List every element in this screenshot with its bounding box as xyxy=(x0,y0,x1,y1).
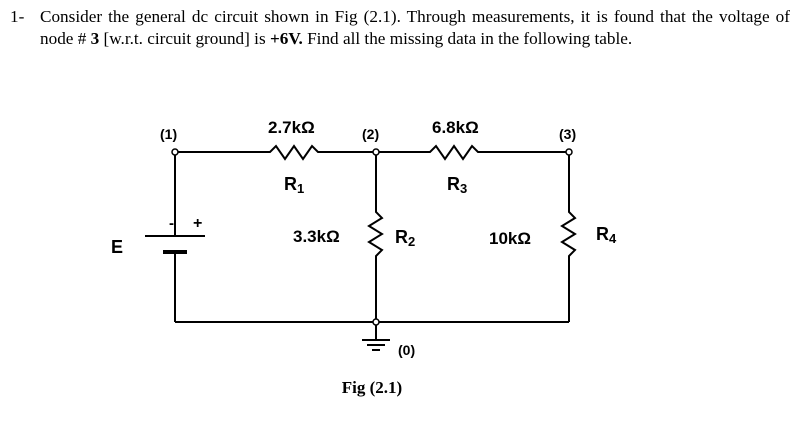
problem-statement: 1- Consider the general dc circuit shown… xyxy=(10,6,790,50)
node-0-dot xyxy=(372,318,380,326)
node-3-dot xyxy=(565,148,573,156)
r2-value-label: 3.3kΩ xyxy=(293,227,340,246)
r3-value-label: 6.8kΩ xyxy=(432,118,479,137)
r2-name-label: R2 xyxy=(395,227,415,249)
problem-text: Consider the general dc circuit shown in… xyxy=(40,6,790,50)
problem-text-part1: Consider the general dc circuit shown in… xyxy=(40,7,790,48)
problem-text-part3: Find all the missing data in the followi… xyxy=(302,29,633,48)
r4-name-label: R4 xyxy=(596,224,617,246)
battery-plus-label: + xyxy=(193,215,202,232)
node-3-label: (3) xyxy=(559,126,576,142)
problem-text-part2: [w.r.t. circuit ground] is xyxy=(99,29,270,48)
r4-branch xyxy=(560,152,577,322)
top-wire xyxy=(175,144,569,161)
r1-value-label: 2.7kΩ xyxy=(268,118,315,137)
node-2-dot xyxy=(372,148,380,156)
problem-number: 1- xyxy=(10,7,25,26)
node-0-label: (0) xyxy=(398,342,415,358)
battery-minus-label: - xyxy=(169,215,174,232)
r4-value-label: 10kΩ xyxy=(489,229,531,248)
r2-branch xyxy=(367,152,384,322)
node-number-emphasis: 3 xyxy=(90,29,100,48)
figure-caption: Fig (2.1) xyxy=(341,378,403,397)
source-label: E xyxy=(111,237,123,257)
ground-icon xyxy=(362,339,390,351)
r1-name-label: R1 xyxy=(284,174,304,196)
r3-name-label: R3 xyxy=(447,174,467,196)
node-1-label: (1) xyxy=(160,126,177,142)
voltage-emphasis: +6V. xyxy=(269,29,303,48)
node-1-dot xyxy=(171,148,179,156)
node-2-label: (2) xyxy=(362,126,379,142)
